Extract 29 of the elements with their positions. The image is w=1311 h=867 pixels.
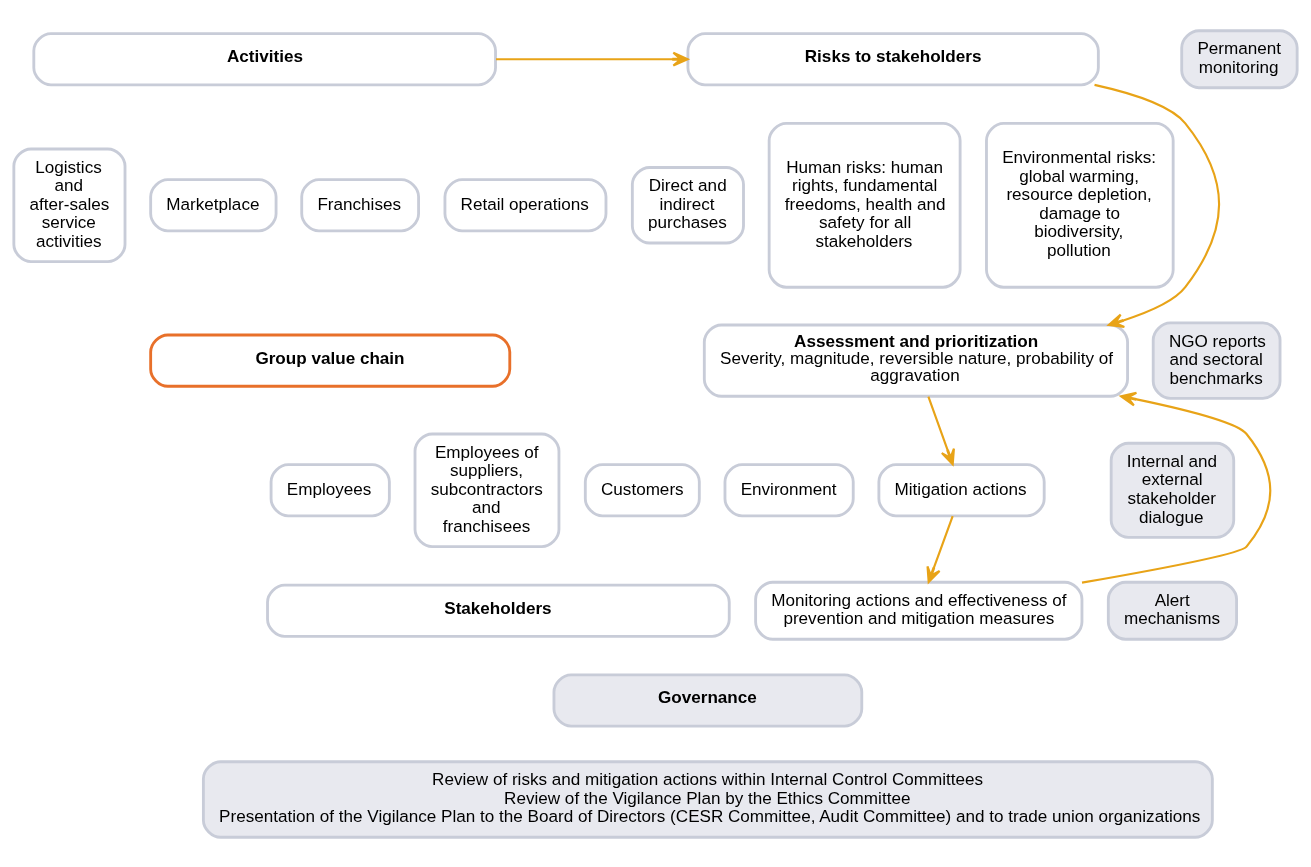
node-box: Governance: [552, 672, 864, 728]
node-box: Employees of suppliers, subcontractors and franchisees: [413, 432, 561, 548]
node-box: Stakeholders: [266, 583, 731, 638]
arrow: [496, 51, 689, 67]
node-box: Environment: [723, 462, 855, 517]
node-box: Employees: [269, 462, 391, 517]
node-box: Alert mechanisms: [1106, 580, 1238, 641]
node-box: Direct and indirect purchases: [630, 165, 745, 244]
node-box: Environmental risks: global warming, resource depletion, damage to biodiversity, pollution: [985, 121, 1175, 289]
node-box: Permanent monitoring: [1180, 28, 1299, 89]
arrow: [1094, 83, 1221, 328]
node-box: NGO reports and sectoral benchmarks: [1151, 320, 1282, 400]
arrow: [927, 395, 955, 465]
node-box: Review of risks and mitigation actions within Internal Control Committees Review of the Vigilance Plan by the Ethics Committee Presentation of the Vigilance Plan to the Board of Directors (CESR Committee, Audit Committee) and to trade union organizations: [201, 759, 1214, 839]
node-box: Logistics and after-sales service activities: [12, 147, 127, 263]
node-box: Activities: [32, 31, 497, 86]
node-box: Retail operations: [443, 177, 608, 232]
node-box: Customers: [583, 462, 701, 517]
node-box: Monitoring actions and effectiveness of prevention and mitigation measures: [754, 580, 1084, 641]
node-box: Internal and external stakeholder dialogue: [1109, 441, 1236, 539]
node-box: Marketplace: [149, 177, 278, 232]
node-box: Risks to stakeholders: [686, 31, 1100, 86]
node-box: Group value chain: [149, 333, 512, 388]
arrow: [926, 515, 954, 583]
node-box: Mitigation actions: [877, 462, 1046, 517]
node-box: Assessment and prioritization Severity, magnitude, reversible nature, probability of aggravation: [702, 323, 1129, 398]
arrow: [1081, 391, 1272, 584]
node-box: Human risks: human rights, fundamental freedoms, health and safety for all stakeholders: [767, 121, 962, 289]
node-box: Franchises: [300, 177, 420, 232]
